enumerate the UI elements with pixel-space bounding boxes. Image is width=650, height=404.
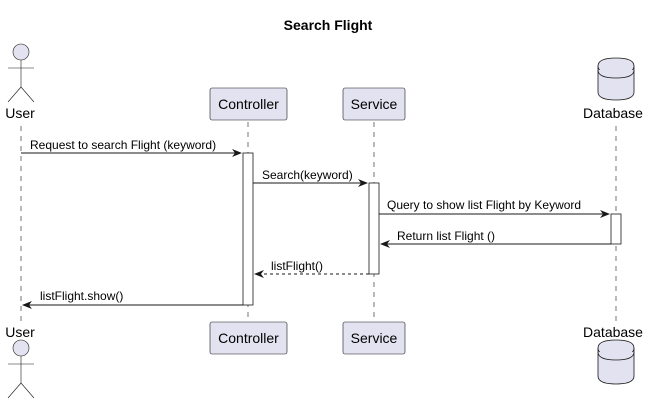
- service-label-top: Service: [351, 96, 398, 112]
- database-activation: [610, 213, 622, 245]
- service-box-top: Service: [342, 87, 406, 121]
- user-actor-bottom-icon: [7, 339, 35, 399]
- user-label-top: User: [5, 105, 35, 121]
- database-label-top: Database: [583, 105, 643, 121]
- message-list-flight: listFlight(): [254, 259, 369, 278]
- controller-label-bottom: Controller: [218, 330, 279, 346]
- controller-box-top: Controller: [209, 87, 288, 121]
- message-search-keyword: Search(keyword): [253, 168, 368, 187]
- message-request-search: Request to search Flight (keyword): [21, 138, 242, 157]
- message-label: listFlight.show(): [40, 289, 123, 303]
- message-label: Query to show list Flight by Keyword: [387, 198, 581, 212]
- user-actor-top-icon: [7, 43, 35, 103]
- message-query-list: Query to show list Flight by Keyword: [379, 198, 610, 218]
- controller-activation: [242, 152, 254, 306]
- controller-box-bottom: Controller: [209, 321, 288, 355]
- database-bottom-icon: [597, 339, 635, 385]
- message-label: Request to search Flight (keyword): [30, 138, 216, 152]
- database-top-icon: [597, 57, 635, 101]
- diagram-title: Search Flight: [284, 17, 373, 33]
- user-label-bottom: User: [5, 324, 35, 340]
- message-return-list: Return list Flight (): [380, 229, 611, 248]
- service-label-bottom: Service: [351, 330, 398, 346]
- database-label-bottom: Database: [583, 324, 643, 340]
- message-label: Return list Flight (): [397, 229, 495, 243]
- service-box-bottom: Service: [342, 321, 406, 355]
- message-list-flight-show: listFlight.show(): [22, 289, 243, 309]
- message-label: Search(keyword): [262, 168, 353, 182]
- controller-label-top: Controller: [218, 96, 279, 112]
- message-label: listFlight(): [271, 259, 323, 273]
- service-activation: [368, 182, 380, 275]
